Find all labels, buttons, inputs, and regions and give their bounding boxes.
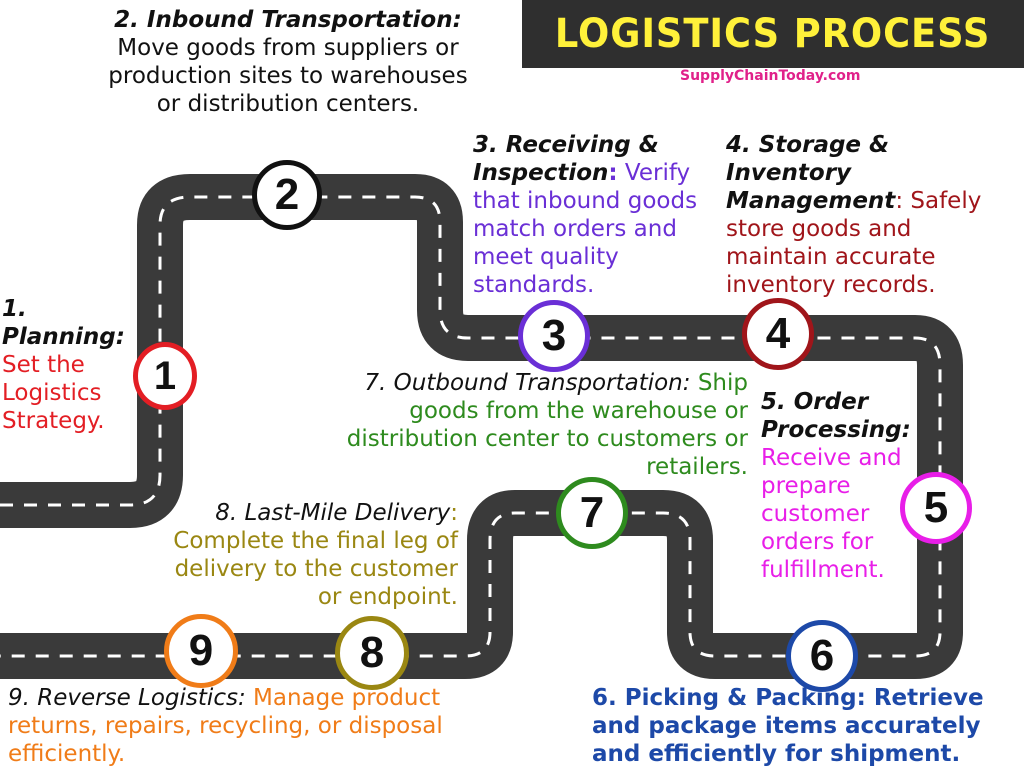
page-title: LOGISTICS PROCESS [555,11,991,57]
step-8-description: Complete the final leg of delivery to th… [173,528,458,610]
step-6-marker: 6 [786,620,858,692]
step-2-description: Move goods from suppliers or production … [108,35,468,117]
step-3-title: 3. Receiving & Inspection [473,132,659,186]
title-banner: LOGISTICS PROCESS [522,0,1024,68]
step-5-text: 5. Order Processing: Receive and prepare… [761,388,931,584]
step-6-text: 6. Picking & Packing: Retrieve and packa… [592,684,1022,768]
step-5-marker: 5 [900,472,972,544]
step-8-title: 8. Last-Mile Delivery [215,500,451,526]
step-2-number: 2 [274,170,300,219]
step-1-marker: 1 [133,342,197,410]
step-5-title: 5. Order Processing: [761,389,911,443]
step-4-title: 4. Storage & Inventory Management [726,132,896,214]
step-7-text: 7. Outbound Transportation: Ship goods f… [330,369,748,481]
step-8-text: 8. Last-Mile Delivery: Complete the fina… [150,499,458,611]
step-6-title: 6. Picking & Packing: [592,685,866,711]
step-9-description: Manage product returns, repairs, recycli… [8,685,443,767]
step-5-description: Receive and prepare customer orders for … [761,445,902,583]
step-1-description: Set the Logistics Strategy. [2,352,105,434]
step-8-marker: 8 [335,616,409,690]
step-9-text: 9. Reverse Logistics: Manage product ret… [8,684,468,768]
step-3-title-colon: : [608,160,618,186]
step-5-number: 5 [923,483,949,532]
step-4-number: 4 [765,309,791,358]
step-3-marker: 3 [518,300,590,372]
step-9-title: 9. Reverse Logistics: [8,685,246,711]
step-1-text: 1. Planning: Set the Logistics Strategy. [2,295,152,435]
step-8-number: 8 [359,628,385,677]
step-4-title-colon: : [895,188,904,214]
step-7-marker: 7 [556,477,628,549]
step-2-text: 2. Inbound Transportation: Move goods fr… [108,6,468,118]
step-2-marker: 2 [252,160,322,230]
step-3-number: 3 [541,311,567,360]
step-3-description: Verify that inbound goods match orders a… [473,160,698,298]
step-6-description: Retrieve and package items accurately an… [592,685,984,767]
step-4-description: Safely store goods and maintain accurate… [726,188,982,298]
website-credit: SupplyChainToday.com [680,68,861,84]
step-4-text: 4. Storage & Inventory Management: Safel… [726,131,1006,299]
step-9-number: 9 [188,626,214,675]
step-4-marker: 4 [742,298,814,370]
step-1-number: 1 [153,353,177,398]
step-7-number: 7 [579,488,605,537]
step-3-text: 3. Receiving & Inspection: Verify that i… [473,131,708,299]
step-1-title: 1. Planning: [2,296,125,350]
step-9-marker: 9 [164,614,238,688]
step-7-title: 7. Outbound Transportation: [364,370,691,396]
step-7-description: Ship goods from the warehouse or distrib… [346,370,748,480]
step-8-title-colon: : [450,500,458,526]
step-2-title: 2. Inbound Transportation: [114,7,462,33]
step-6-number: 6 [809,631,835,680]
